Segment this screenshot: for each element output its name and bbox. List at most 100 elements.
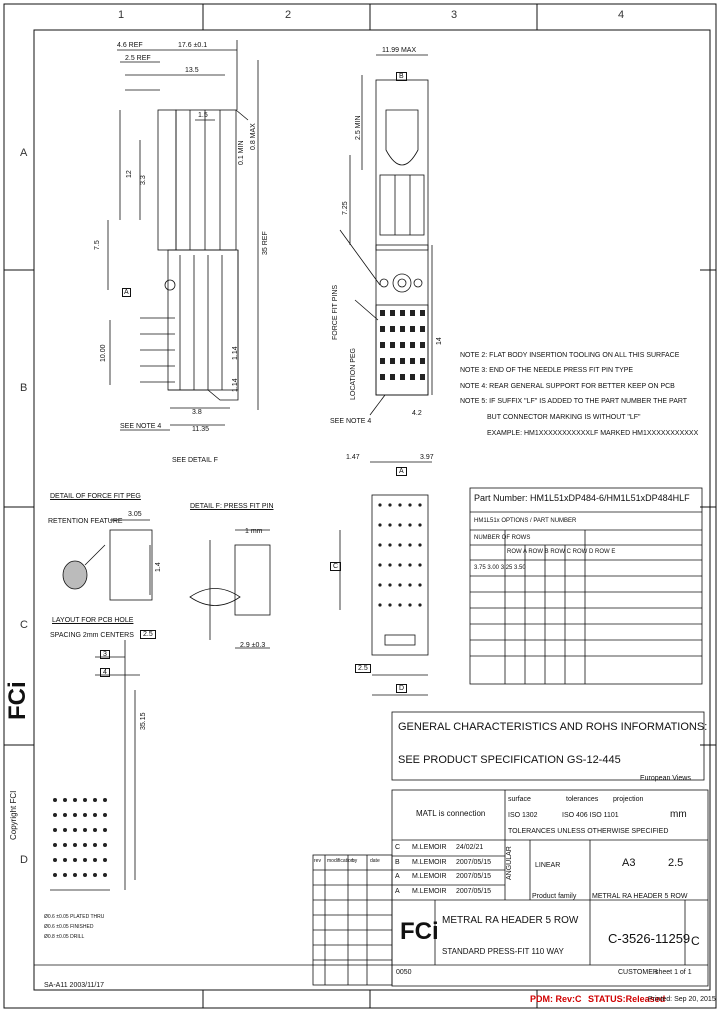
pcb-legend-0: Ø0.6 ±0.05 PLATED THRU [44, 914, 105, 920]
force-fit-pins-label: FORCE FIT PINS [332, 284, 339, 340]
detail-peg [62, 519, 153, 601]
rev-header-mod: modification [327, 858, 354, 864]
pcb-dim-2-5: 2.5 [140, 630, 156, 639]
zone-row-a: A [20, 147, 28, 159]
note-3: NOTE 3: END OF THE NEEDLE PRESS FIT PIN … [460, 367, 634, 374]
pcb-dim-3: 3 [100, 650, 110, 659]
note-5: NOTE 5: IF SUFFIX "LF" IS ADDED TO THE P… [460, 398, 688, 405]
front-view [339, 54, 433, 416]
dim-35-ref: 35 REF [262, 231, 269, 255]
dim-7-25: 7.25 [342, 201, 349, 215]
dim-b-box: B [396, 72, 407, 81]
bottom-view [339, 461, 432, 696]
see-note-4-front: SEE NOTE 4 [330, 418, 372, 425]
detail-pin-title: DETAIL F: PRESS FIT PIN [190, 503, 274, 510]
pn-header-1: NUMBER OF ROWS [474, 535, 531, 541]
general-box [391, 711, 705, 781]
zone-row-d: D [20, 854, 28, 866]
dim-3-05: 3.05 [128, 511, 142, 518]
outer-frame [3, 3, 717, 1009]
retention-feature-label: RETENTION FEATURE [48, 518, 123, 525]
tolerance-note: TOLERANCES UNLESS OTHERWISE SPECIFIED [508, 828, 669, 835]
dim-12: 12 [126, 170, 133, 178]
pn-header-2: ROW A ROW B ROW C ROW D ROW E [507, 549, 616, 555]
customer-label: CUSTOMER [618, 969, 658, 976]
dim-4-6-ref: 4.6 REF [117, 42, 143, 49]
material-label: MATL is connection [416, 809, 486, 818]
dim-2-5-min: 2.5 MIN [355, 115, 362, 140]
dim-a-box-2: A [396, 467, 407, 476]
pcb-layout-subtitle: SPACING 2mm CENTERS [50, 632, 134, 639]
dim-11-99-max: 11.99 MAX [382, 47, 417, 54]
form-number: SA-A11 2003/11/17 [44, 982, 105, 989]
rev-row-1-date: 2007/05/15 [456, 859, 492, 866]
projection-label: projection [613, 796, 644, 803]
dim-1-5: 1.5 [198, 112, 208, 119]
zone-row-c: C [20, 619, 28, 631]
rev-row-0-date: 24/02/21 [456, 844, 484, 851]
zone-col-3: 3 [451, 9, 458, 21]
dim-4-2: 4.2 [412, 410, 422, 417]
note-2: NOTE 2: FLAT BODY INSERTION TOOLING ON A… [460, 352, 680, 359]
pcb-legend-2: Ø0.8 ±0.05 DRILL [44, 934, 85, 940]
dim-1-14-a: 1.14 [232, 346, 239, 360]
dim-7-5: 7.5 [94, 240, 101, 250]
part-number-table [469, 487, 703, 685]
bottom-view-pin-grid [378, 503, 422, 607]
tolerances-label: tolerances [566, 796, 599, 803]
note-5-c: EXAMPLE: HM1XXXXXXXXXXXLF MARKED HM1XXXX… [487, 430, 699, 437]
general-characteristics: GENERAL CHARACTERISTICS AND ROHS INFORMA… [398, 721, 708, 733]
pdm-revision: PDM: Rev:C [530, 994, 582, 1004]
see-note-4-side: SEE NOTE 4 [120, 423, 162, 430]
product-spec-ref: SEE PRODUCT SPECIFICATION GS-12-445 [398, 754, 621, 766]
rev-header-rev: rev [314, 858, 321, 864]
pcb-dim-35-15: 35.15 [140, 712, 147, 730]
product-family-label: Product family [532, 893, 577, 900]
pn-header-0: HM1L51x OPTIONS / PART NUMBER [474, 518, 577, 524]
rev-row-3-date: 2007/05/15 [456, 888, 492, 895]
european-views: European Views [640, 775, 691, 782]
note-5-b: BUT CONNECTOR MARKING IS WITHOUT "LF" [487, 414, 641, 421]
dim-1-4: 1.4 [155, 562, 162, 572]
note-4: NOTE 4: REAR GENERAL SUPPORT FOR BETTER … [460, 383, 675, 390]
zone-row-b: B [20, 382, 28, 394]
fci-logo-title: FCi [400, 918, 439, 945]
dim-d-box: D [396, 684, 408, 693]
dim-a-box: A [122, 288, 131, 297]
sheet-number: sheet 1 of 1 [655, 969, 692, 976]
dim-2-9: 2.9 ±0.3 [240, 642, 266, 649]
surface-std: ISO 1302 [508, 812, 538, 819]
zone-col-1: 1 [118, 9, 125, 21]
tolerance-std: ISO 406 ISO 1101 [562, 812, 619, 819]
side-view [107, 40, 259, 431]
dim-2-5-ref: 2.5 REF [125, 55, 151, 62]
unit-mm: mm [670, 809, 687, 820]
linear-label: LINEAR [535, 862, 561, 869]
revision-letter: C [691, 934, 700, 948]
detail-peg-title: DETAIL OF FORCE FIT PEG [50, 493, 141, 500]
rev-row-1-by: M.LEMOIR [412, 859, 447, 866]
rev-header-date: date [370, 858, 380, 864]
dim-1mm: 1 mm [245, 528, 263, 535]
dim-10: 10.00 [100, 344, 107, 362]
dim-14: 14 [436, 337, 443, 345]
release-status: STATUS:Released [588, 994, 666, 1004]
dim-3-3: 3.3 [140, 175, 147, 185]
rev-row-2-rev: A [395, 873, 400, 880]
inner-frame [33, 29, 711, 991]
dim-1-47: 1.47 [346, 454, 360, 461]
pcb-layout [50, 640, 140, 891]
pcb-layout-title: LAYOUT FOR PCB HOLE [52, 617, 134, 624]
zone-col-4: 4 [618, 9, 625, 21]
rev-row-1-rev: B [395, 859, 400, 866]
dim-c-box: C [330, 562, 342, 571]
revision-table [312, 854, 393, 986]
dim-3-8: 3.8 [192, 409, 202, 416]
code-label: 0050 [396, 969, 412, 976]
dim-1-14-b: 1.14 [232, 378, 239, 392]
document-number: C-3526-11259 [608, 931, 691, 946]
print-date: Printed: Sep 20, 2015 [648, 996, 716, 1003]
dim-3-97: 3.97 [420, 454, 434, 461]
pcb-dim-4: 4 [100, 668, 110, 677]
